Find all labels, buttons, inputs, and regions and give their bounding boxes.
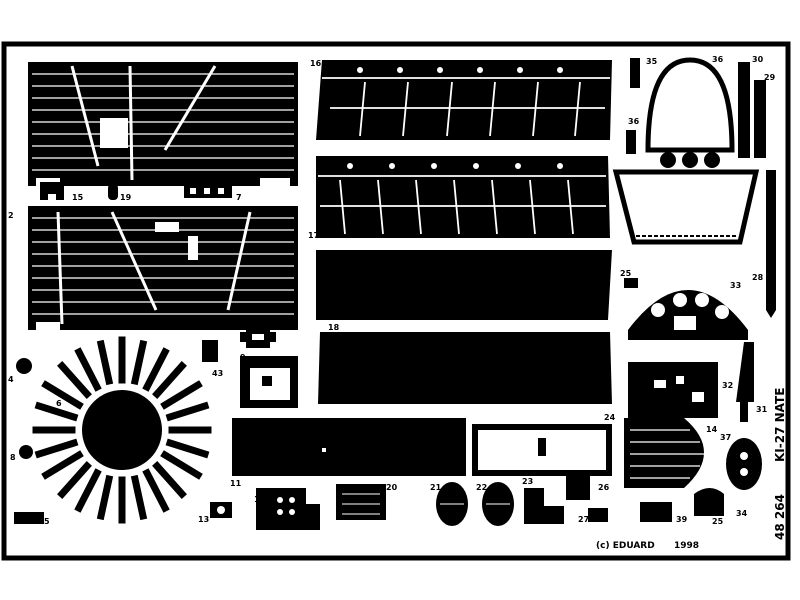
label-39: 37 (720, 433, 731, 442)
part-plate-32 (628, 362, 718, 418)
label-34: 34 (736, 509, 748, 518)
label-11: 11 (230, 479, 242, 488)
part-turtledeck-38 (612, 57, 760, 245)
label-6: 6 (56, 399, 62, 408)
label-4: 4 (8, 375, 14, 384)
label-29: 29 (764, 73, 776, 82)
label-32: 32 (722, 381, 733, 390)
part-hook-36 (630, 58, 640, 88)
label-19: 19 (120, 193, 132, 202)
label-22: 22 (476, 483, 487, 492)
fret-outer-frame (1, 41, 791, 561)
part-hook-37 (626, 130, 636, 154)
part-bracket-16 (202, 340, 218, 362)
label-5: 5 (44, 517, 50, 526)
label-27: 27 (578, 515, 589, 524)
label-25b: 25 (712, 517, 724, 526)
label-7: 7 (236, 193, 242, 202)
part-box-bracket-9 (240, 356, 298, 408)
part-bracket-row (184, 184, 232, 198)
label-14: 14 (706, 425, 718, 434)
part-rod-28 (766, 170, 776, 318)
label-38: 36 (712, 55, 724, 64)
part-link-5 (14, 512, 44, 524)
part-floor-panel-lower (28, 206, 298, 332)
part-disc-small (19, 445, 33, 459)
part-pin-small (108, 184, 118, 200)
label-30: 30 (752, 55, 764, 64)
label-8: 8 (10, 453, 16, 462)
label-20: 20 (386, 483, 398, 492)
label-2: 2 (8, 211, 14, 220)
copyright-credit: (c) EDUARD (596, 541, 655, 551)
part-cap-41 (694, 488, 724, 516)
label-25: 25 (620, 269, 632, 278)
label-9: 9 (240, 353, 246, 362)
label-16: 16 (310, 59, 322, 68)
part-rods-29-30 (738, 62, 766, 158)
part-pin-25 (624, 278, 638, 288)
part-instrument-panel-33 (628, 290, 748, 340)
label-43: 43 (212, 369, 223, 378)
part-panel-solid-lower (318, 332, 612, 404)
copyright-year: 1998 (674, 541, 699, 551)
part-lever-31 (736, 342, 754, 422)
label-37: 36 (628, 117, 640, 126)
part-wing-flap-17 (316, 156, 610, 238)
label-31: 31 (756, 405, 768, 414)
label-10: 10 (254, 495, 266, 504)
label-33: 33 (730, 281, 741, 290)
label-36: 35 (646, 57, 658, 66)
label-28: 28 (752, 273, 764, 282)
label-3: 3 (238, 323, 244, 332)
part-long-plate-11 (232, 418, 466, 476)
part-disc-4 (16, 358, 32, 374)
label-24: 24 (604, 413, 616, 422)
label-21: 21 (430, 483, 442, 492)
part-gear-39 (726, 438, 762, 490)
label-40: 39 (676, 515, 688, 524)
part-block-27 (588, 508, 608, 522)
catalog-number: 48 264 (773, 494, 787, 540)
part-clip-small (40, 182, 64, 200)
part-shield-14 (624, 418, 704, 488)
label-26: 26 (598, 483, 610, 492)
label-13: 13 (198, 515, 209, 524)
part-plate-10 (256, 488, 320, 530)
part-block-26 (566, 474, 590, 500)
label-17: 17 (308, 231, 319, 240)
label-18: 18 (328, 323, 340, 332)
part-panel-solid-upper (316, 250, 612, 320)
label-23: 23 (522, 477, 533, 486)
label-15: 15 (72, 193, 84, 202)
part-seat-23 (524, 488, 564, 524)
part-grille-20 (336, 484, 386, 520)
part-block-40 (640, 502, 672, 522)
part-outline-plate-24 (472, 424, 612, 476)
part-engine-radial-fins (32, 336, 212, 524)
part-floor-panel-upper (28, 62, 298, 188)
part-labels: 15 19 7 2 3 16 17 18 4 6 8 5 13 11 10 9 … (8, 55, 776, 526)
part-wing-flap-16 (316, 60, 612, 140)
sheet-title: KI-27 NATE (773, 388, 787, 462)
